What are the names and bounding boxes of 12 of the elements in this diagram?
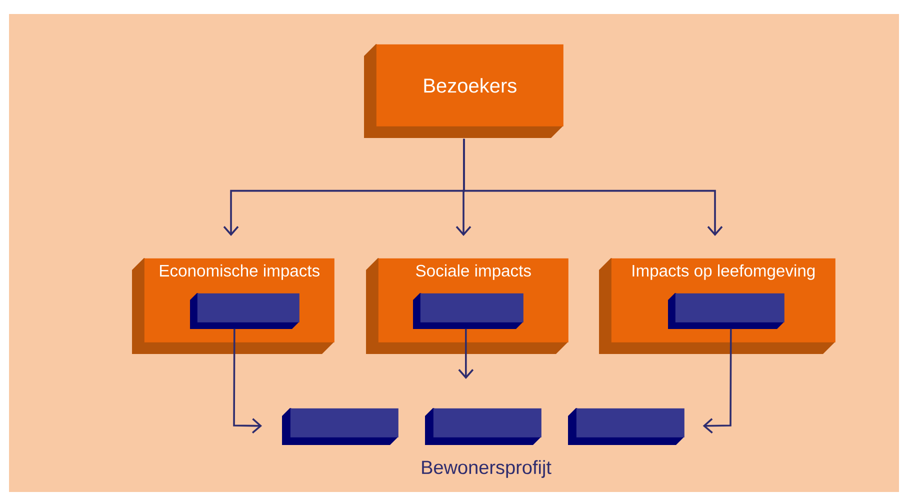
process-box: Bezoekers — [364, 44, 564, 138]
arrow — [233, 328, 262, 434]
arrow — [458, 328, 474, 379]
block — [190, 293, 300, 329]
block — [568, 408, 684, 445]
block — [282, 408, 398, 445]
arrow — [463, 138, 723, 236]
block — [425, 408, 542, 445]
block — [668, 293, 784, 329]
caption: Bewonersprofijt — [422, 460, 552, 478]
block — [413, 293, 524, 329]
arrow — [702, 328, 732, 434]
